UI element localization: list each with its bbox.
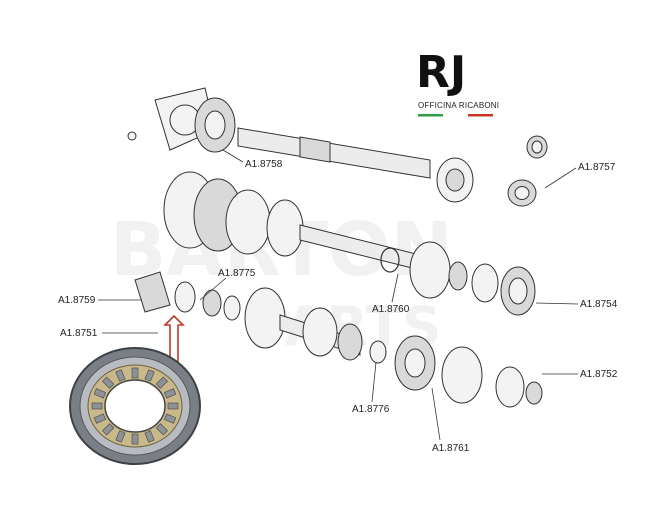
snap-ring [380, 247, 400, 273]
leader-a8757 [544, 167, 577, 189]
bolt-icon [127, 131, 137, 141]
needle-roller [155, 376, 168, 389]
needle-roller [102, 423, 115, 436]
bearing-needles [91, 367, 179, 445]
needle-roller [167, 402, 179, 410]
part-label-a8760: A1.8760 [372, 304, 410, 315]
middle-bearing-bore [508, 277, 528, 305]
brand-logo-text: RJ [416, 47, 466, 98]
needle-roller [144, 369, 155, 382]
thrust-washer [174, 281, 196, 313]
needle-roller [102, 376, 115, 389]
middle-gear-cluster [163, 171, 536, 316]
leader-a8760 [391, 273, 399, 303]
cone-gear [134, 271, 171, 313]
top-shaft [237, 127, 431, 179]
top-bearing-inner [204, 110, 226, 140]
part-label-a8751: A1.8751 [60, 328, 98, 339]
leader-lines [98, 149, 579, 441]
needle-roller [91, 402, 103, 410]
middle-gear-a [409, 241, 451, 299]
brand-flag-green [418, 114, 443, 117]
needle-roller [163, 413, 177, 424]
part-label-a8775: A1.8775 [218, 268, 256, 279]
needle-roller [131, 433, 139, 445]
needle-roller [163, 388, 177, 399]
part-label-a8761: A1.8761 [432, 443, 470, 454]
lower-gear-3 [337, 323, 363, 361]
leader-a8775 [199, 277, 227, 301]
leader-a8758 [222, 149, 244, 163]
needle-bearings-small [507, 135, 548, 207]
part-label-a8776: A1.8776 [352, 404, 390, 415]
small-bearing-2-bore [514, 186, 530, 200]
lower-gear-cluster [134, 271, 543, 408]
needle-roller [115, 430, 126, 443]
synchro-hub [266, 199, 304, 257]
part-label-a8758: A1.8758 [245, 159, 283, 170]
part-label-a8759: A1.8759 [58, 295, 96, 306]
needle-roller-bearing-photo [69, 347, 201, 465]
lower-gear-4 [441, 346, 483, 404]
top-shaft-end-gear-hub [445, 168, 465, 192]
middle-gear-b [471, 263, 499, 303]
top-shaft-assembly [127, 87, 474, 203]
leader-a8761 [431, 387, 441, 441]
bearing-bore [104, 379, 166, 433]
lower-ring-2 [223, 295, 241, 321]
lower-end-bearing [525, 381, 543, 405]
lower-gear-2 [302, 307, 338, 357]
small-bearing-1-bore [531, 140, 543, 154]
needle-roller [131, 367, 139, 379]
needle-roller [144, 430, 155, 443]
large-gear-3 [225, 189, 271, 255]
part-label-a8752: A1.8752 [580, 369, 618, 380]
lower-ring-1 [202, 289, 222, 317]
up-arrow-icon [163, 314, 185, 377]
middle-spacer [448, 261, 468, 291]
lower-gear-1 [244, 287, 286, 349]
brand-flag-red [468, 114, 493, 117]
lower-bearing-bore [404, 348, 426, 378]
needle-roller [155, 423, 168, 436]
needle-roller [93, 388, 107, 399]
part-label-a8757: A1.8757 [578, 162, 616, 173]
leader-a8754 [535, 302, 579, 305]
brand-subtitle: OFFICINA RICABONI [418, 101, 499, 110]
part-label-a8754: A1.8754 [580, 299, 618, 310]
top-shaft-spline [299, 136, 331, 163]
brand-logo: RJ OFFICINA RICABONI [416, 47, 499, 117]
lower-gear-5 [495, 366, 525, 408]
needle-roller [93, 413, 107, 424]
needle-roller [115, 369, 126, 382]
part-labels: A1.8758 A1.8757 A1.8775 A1.8759 A1.8760 … [58, 159, 618, 454]
lower-needle-bearing [369, 340, 387, 364]
leader-a8776 [371, 361, 377, 403]
